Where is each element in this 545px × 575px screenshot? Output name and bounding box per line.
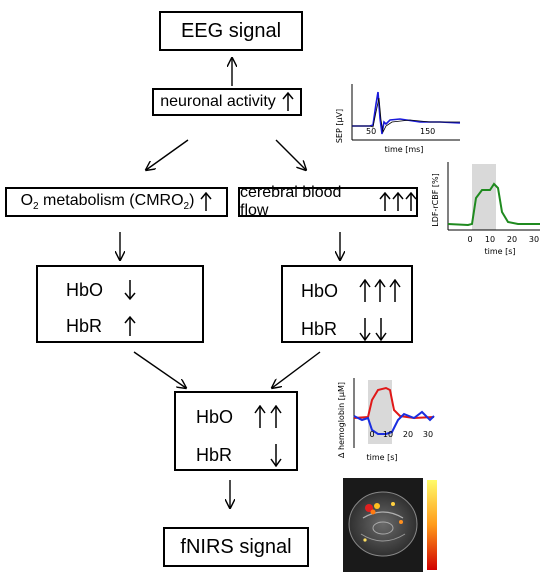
ldf-plot-xlabel: time [s] [484,247,515,256]
eeg-signal-box: EEG signal [159,11,303,51]
brain-activation-map [343,478,437,572]
fnirs-signal-label: fNIRS signal [180,535,292,558]
sep-plot: SEP [µV] 50 150 time [ms] [335,84,461,154]
sep-tick-150: 150 [420,127,435,136]
arrow-neuronal-to-o2 [146,139,189,170]
up-arrow-icon [124,315,136,336]
center-hbo-label: HbO [196,406,234,427]
hb-tick-20: 20 [403,430,413,439]
hemoglobin-plot-xlabel: time [s] [366,453,397,462]
right-hbo-label: HbO [301,280,339,301]
ldf-tick-0: 0 [467,235,472,244]
center-hemoglobin-box: HbO HbR [174,391,298,471]
ldf-tick-20: 20 [507,235,517,244]
triple-up-arrow-icon [378,192,416,211]
ldf-tick-30: 30 [529,235,539,244]
sep-trace [352,91,461,135]
ldf-plot-ylabel: LDF-rCBF [%] [431,173,440,226]
ldf-plot: LDF-rCBF [%] 0 10 20 30 time [s] [431,162,540,256]
o2-metabolism-label: O2 metabolism (CMRO2) [20,191,195,213]
hbr-trace [353,410,435,435]
hb-tick-0: 0 [369,430,374,439]
double-up-arrow-icon [254,405,282,428]
sep-plot-ylabel: SEP [µV] [335,109,344,143]
double-down-arrow-icon [359,318,387,341]
ldf-tick-10: 10 [485,235,495,244]
hemoglobin-plot: ∆ hemoglobin [µM] 0 10 20 30 time [s] [337,378,435,462]
neuronal-activity-box: neuronal activity [152,88,302,116]
ldf-trace [447,182,540,227]
arrow-neuronal-to-cbf [275,139,306,170]
sep-plot-xlabel: time [ms] [385,145,424,154]
down-arrow-icon [124,280,136,301]
down-arrow-icon [270,444,282,467]
arrow-left-to-center [133,351,186,388]
eeg-signal-label: EEG signal [180,19,282,42]
cerebral-blood-flow-label: cerebral blood flow [240,184,342,219]
right-hbr-label: HbR [301,318,338,339]
left-hbr-label: HbR [66,315,103,336]
hb-tick-30: 30 [423,430,433,439]
hb-tick-10: 10 [383,430,393,439]
arrow-right-to-center [272,351,321,388]
up-arrow-icon [200,192,212,211]
center-hbr-label: HbR [196,444,233,465]
left-hemoglobin-box: HbO HbR [36,265,204,343]
brain-slice [348,491,418,557]
left-hbo-label: HbO [66,279,104,300]
neuronal-activity-label: neuronal activity [160,93,276,110]
o2-metabolism-box: O2 metabolism (CMRO2) [5,187,228,217]
hbo-trace [353,386,435,420]
hemoglobin-plot-ylabel: ∆ hemoglobin [µM] [337,382,346,459]
sep-tick-50: 50 [366,127,376,136]
right-hemoglobin-box: HbO HbR [281,265,413,343]
triple-up-arrow-icon [359,279,401,302]
up-arrow-icon [282,92,294,111]
cerebral-blood-flow-box: cerebral blood flow [238,184,418,219]
fnirs-signal-box: fNIRS signal [163,527,309,567]
colorbar [427,480,437,570]
